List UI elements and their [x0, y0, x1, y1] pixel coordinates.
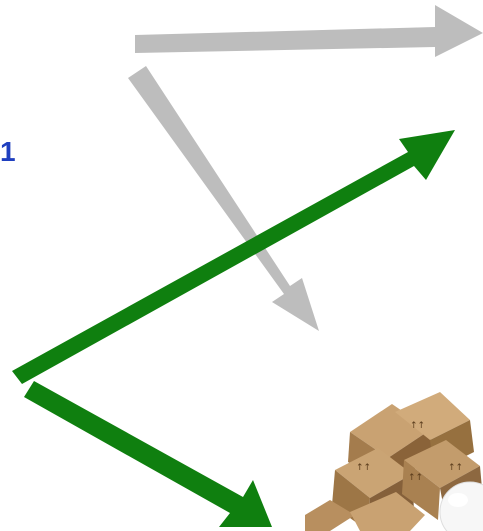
- green-arrow-up: [12, 130, 455, 384]
- cardboard-boxes-pile-icon: ↑↑ ↑↑ ↑↑ ↑↑: [305, 392, 483, 531]
- svg-text:↑↑: ↑↑: [356, 463, 371, 473]
- svg-text:↑↑: ↑↑: [408, 473, 423, 483]
- green-arrow-down: [24, 381, 272, 527]
- svg-text:↑↑: ↑↑: [448, 463, 463, 473]
- svg-text:↑↑: ↑↑: [410, 421, 425, 431]
- gray-arrow-horizontal: [135, 5, 483, 57]
